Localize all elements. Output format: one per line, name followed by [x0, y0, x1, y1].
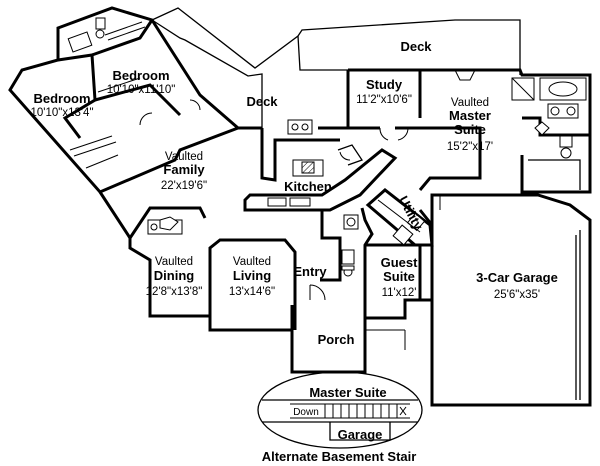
inset-labels: Master Suite Down Garage Alternate Basem… — [262, 385, 417, 464]
kitchen-area — [243, 119, 398, 212]
stair-inset — [257, 371, 423, 449]
master-name-1: Master — [449, 108, 491, 123]
guest-name-2: Suite — [383, 269, 415, 284]
family-size: 22'x19'6" — [161, 180, 207, 192]
kitchen-name: Kitchen — [284, 179, 332, 194]
inset-garage-label: Garage — [338, 427, 383, 442]
master-name-2: Suite — [454, 122, 486, 137]
bedroom-left-name: Bedroom — [33, 91, 90, 106]
bedroom-upper-name: Bedroom — [112, 68, 169, 83]
dining-name: Dining — [154, 268, 194, 283]
study-room — [348, 126, 420, 141]
bedroom-upper-size: 10'10"x11'10" — [107, 84, 176, 96]
porch-name: Porch — [318, 332, 355, 347]
guest-name-1: Guest — [381, 255, 419, 270]
family-name: Family — [163, 162, 205, 177]
stair-treads — [324, 404, 398, 418]
master-suite — [454, 69, 590, 190]
living-prefix: Vaulted — [233, 256, 271, 268]
study-size: 11'2"x10'6" — [356, 94, 412, 106]
inset-caption: Alternate Basement Stair — [262, 449, 417, 464]
family-prefix: Vaulted — [165, 151, 203, 163]
inset-down-label: Down — [293, 407, 319, 418]
living-size: 13'x14'6" — [229, 286, 275, 298]
dining-prefix: Vaulted — [155, 256, 193, 268]
inset-master-label: Master Suite — [309, 385, 386, 400]
deck-top-label: Deck — [400, 39, 432, 54]
dining-size: 12'8"x13'8" — [146, 286, 203, 298]
guest-size: 11'x12' — [382, 287, 417, 299]
bedroom-wing — [8, 6, 241, 194]
master-prefix: Vaulted — [451, 97, 489, 109]
study-name: Study — [366, 77, 403, 92]
entry-name: Entry — [293, 264, 327, 279]
master-size: 15'2"x17' — [447, 141, 493, 153]
garage-name: 3-Car Garage — [476, 270, 558, 285]
garage — [430, 193, 592, 407]
deck-left-label: Deck — [246, 94, 278, 109]
bedroom-left-size: 10'10"x13'4" — [30, 107, 93, 119]
dining-living — [128, 206, 297, 330]
living-name: Living — [233, 268, 271, 283]
garage-size: 25'6"x35' — [494, 289, 540, 301]
